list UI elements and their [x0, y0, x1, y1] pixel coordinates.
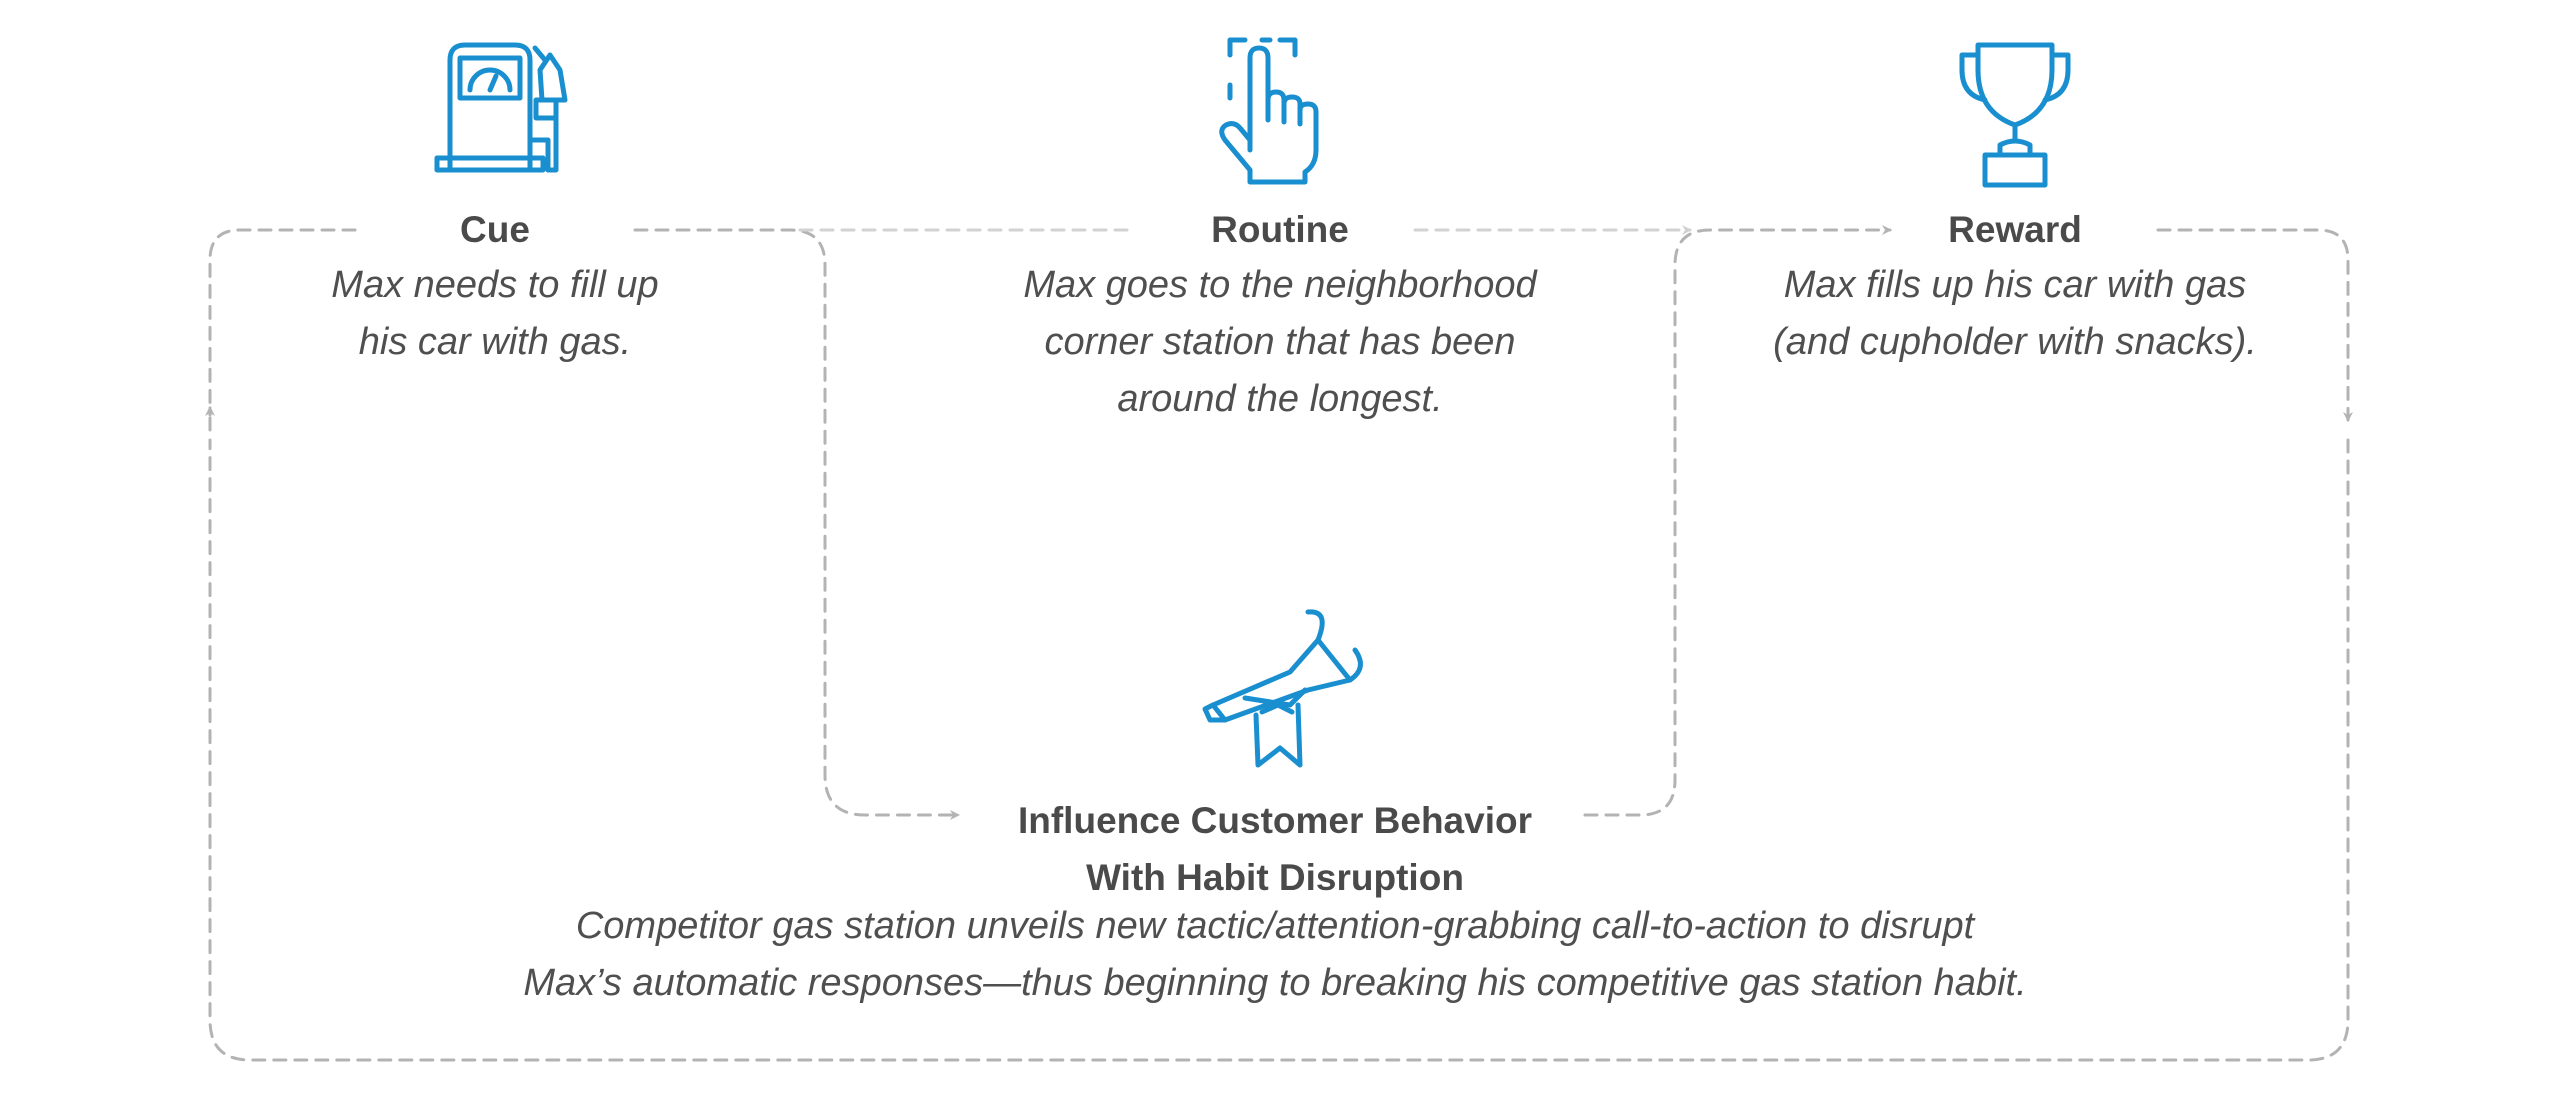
routine-description-line: around the longest.: [1117, 378, 1443, 420]
reward-title: Reward: [1948, 209, 2082, 250]
disruption-description-line: Max’s automatic responses—thus beginning…: [523, 962, 2027, 1004]
disruption-title: Influence Customer Behavior With Habit D…: [960, 792, 1590, 906]
routine-description: Max goes to the neighborhood corner stat…: [980, 257, 1580, 428]
reward-description-line: (and cupholder with snacks).: [1773, 321, 2257, 363]
trophy-icon: [1959, 42, 2071, 188]
connector-cue-left: [208, 228, 357, 417]
routine-node: Routine: [1070, 208, 1490, 252]
routine-title: Routine: [1211, 209, 1349, 250]
connector-bottom-loop: [208, 438, 2350, 1062]
disruption-title-line: Influence Customer Behavior: [1017, 800, 1532, 841]
cue-description-line: his car with gas.: [358, 321, 632, 363]
disruption-description: Competitor gas station unveils new tacti…: [375, 898, 2175, 1012]
reward-description: Max fills up his car with gas (and cupho…: [1735, 257, 2295, 371]
cue-node: Cue: [290, 208, 700, 252]
gas-pump-icon: [434, 42, 568, 173]
connector-reward-right: [2156, 228, 2353, 422]
disruption-description-line: Competitor gas station unveils new tacti…: [575, 905, 1975, 947]
tap-gesture-icon: [1219, 37, 1319, 185]
connector-disruption-to-reward: [1583, 225, 1892, 817]
disruption-title-line: With Habit Disruption: [1086, 857, 1464, 898]
cue-title: Cue: [460, 209, 530, 250]
reward-node: Reward: [1815, 208, 2215, 252]
trumpet-icon: [1202, 609, 1363, 768]
cue-description-line: Max needs to fill up: [331, 264, 659, 306]
cue-description: Max needs to fill up his car with gas.: [270, 257, 720, 371]
reward-description-line: Max fills up his car with gas: [1783, 264, 2247, 306]
routine-description-line: Max goes to the neighborhood: [1023, 264, 1537, 306]
routine-description-line: corner station that has been: [1044, 321, 1516, 363]
connector-cue-to-disruption: [633, 228, 960, 820]
